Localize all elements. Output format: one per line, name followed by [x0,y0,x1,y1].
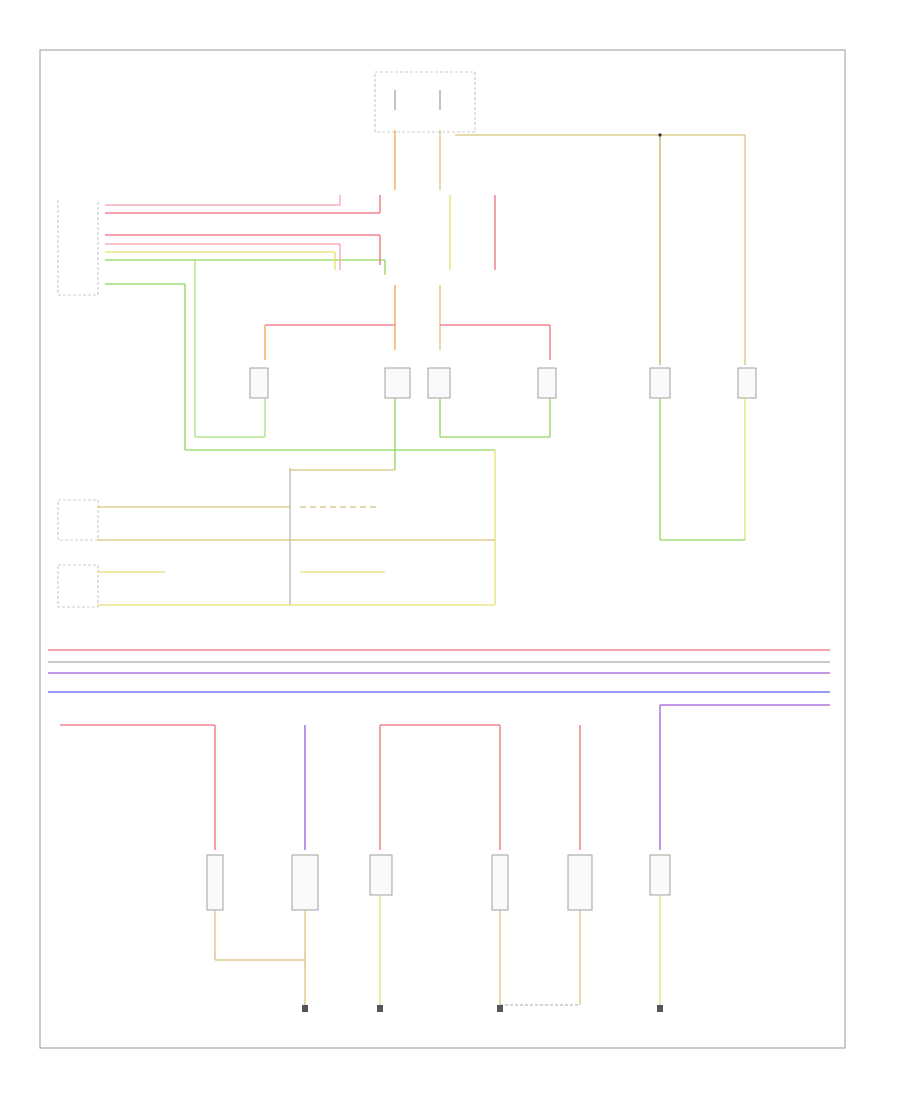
lamp-4 [491,854,509,911]
component-2 [384,367,411,399]
bus-lines [48,649,830,850]
ground-3 [497,1005,503,1012]
lamp-6 [649,854,671,896]
component-3 [427,367,451,399]
lamp-2 [291,854,319,911]
lamp-feed-wires [60,724,581,850]
ground-1 [302,1005,308,1012]
ground-wires [214,895,661,1006]
ground-2 [377,1005,383,1012]
component-4 [537,367,557,399]
diagram-frame [39,49,846,1049]
component-output-wires [185,398,746,541]
lamp-5 [567,854,593,911]
component-row [249,367,757,399]
ground-points [302,1005,663,1012]
switch-2 [57,564,99,608]
left-module [57,200,99,296]
component-1 [249,367,269,399]
switch-1 [57,499,99,541]
lamp-1 [206,854,224,911]
top-fuse-block [374,71,476,133]
lamp-row [206,854,671,911]
component-5 [649,367,671,399]
switch-section [57,450,496,608]
lamp-3 [369,854,393,896]
component-6 [737,367,757,399]
module-output-wires [105,195,496,450]
middle-splice [264,285,551,360]
top-feed-wires [394,130,746,365]
ground-4 [657,1005,663,1012]
